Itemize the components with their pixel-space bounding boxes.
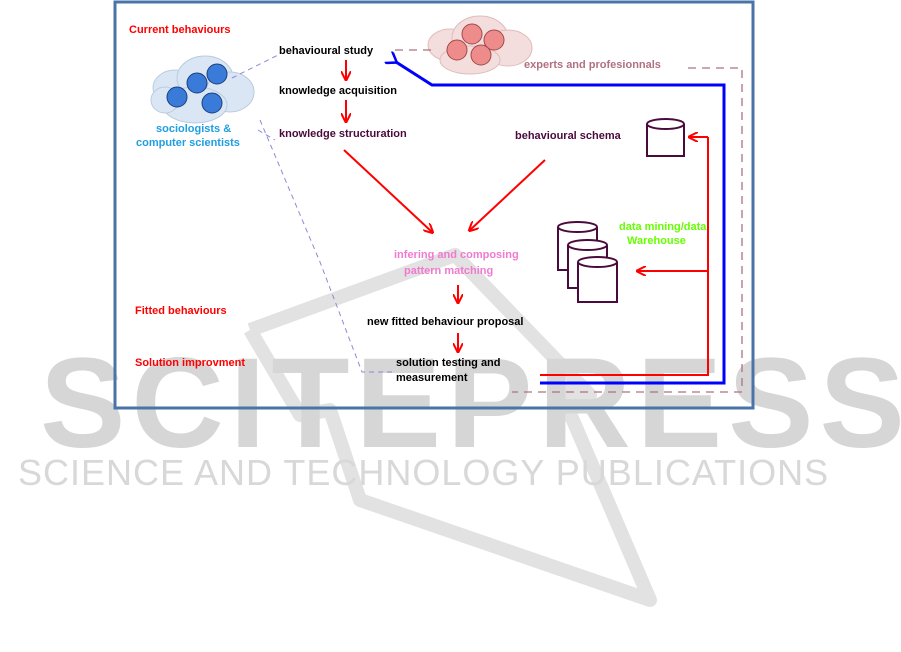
watermark-small-text: SCIENCE AND TECHNOLOGY PUBLICATIONS (18, 452, 830, 493)
datamining-label-line2: Warehouse (627, 235, 686, 247)
knowledge-structuration-label: knowledge structuration (279, 128, 407, 140)
experts-cloud (427, 15, 533, 75)
feedback-blue-loop (396, 62, 726, 385)
fitted-behaviours-label: Fitted behaviours (135, 305, 227, 317)
infering-label-line2: pattern matching (404, 265, 494, 277)
knowledge-acquisition-label: knowledge acquisition (279, 85, 397, 97)
sociologists-cloud (150, 55, 255, 124)
solution-testing-label-line1: solution testing and (396, 357, 501, 369)
datamining-cylinders (557, 221, 618, 303)
experts-label: experts and profesionnals (524, 59, 661, 71)
link-sociologists-testing (259, 119, 392, 373)
current-behaviours-label: Current behaviours (129, 24, 231, 36)
solution-improvement-label: Solution improvment (135, 357, 245, 369)
sociologists-label-line2: computer scientists (136, 137, 240, 149)
arrow-schema-infering (470, 159, 546, 230)
diagram-frame (113, 0, 755, 410)
watermark-big-text: SCITEPRESS (40, 332, 901, 475)
infering-label-line1: infering and composing (394, 249, 519, 261)
datamining-label-line1: data mining/data (619, 221, 707, 233)
solution-testing-label-line2: measurement (396, 372, 468, 384)
schema-cylinder (646, 118, 685, 157)
watermark-chevron (243, 248, 657, 607)
sociologists-label-line1: sociologists & (156, 123, 232, 135)
behavioural-study-label: behavioural study (279, 45, 374, 57)
behavioural-schema-label: behavioural schema (515, 130, 621, 142)
feedback-red-loop (540, 137, 709, 376)
arrow-structuration-infering (343, 149, 432, 232)
link-sociologists-structuration (257, 129, 276, 141)
link-experts-feedback (512, 67, 743, 393)
new-fitted-proposal-label: new fitted behaviour proposal (367, 316, 524, 328)
